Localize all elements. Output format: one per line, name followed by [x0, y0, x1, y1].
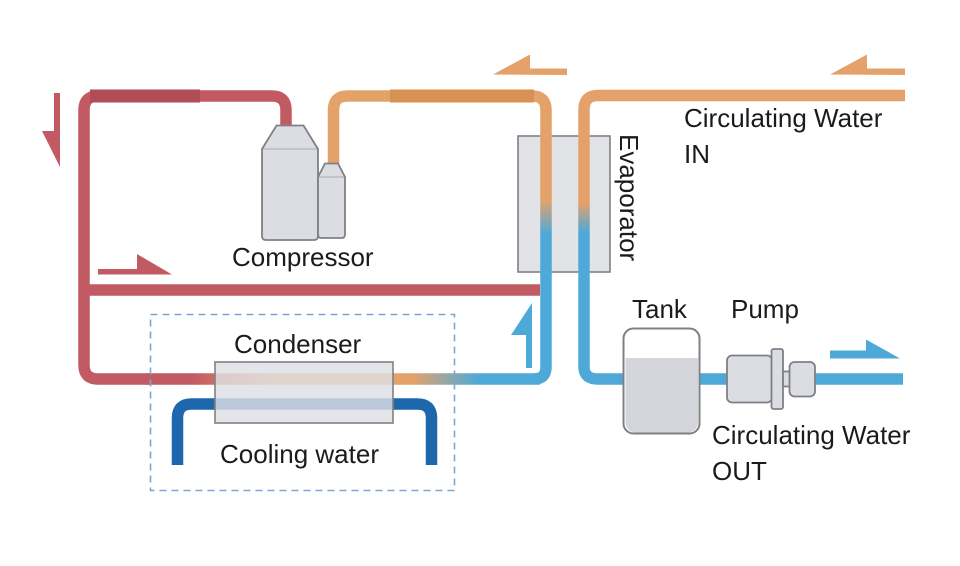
evaporator-left-pipe — [327, 90, 552, 385]
condenser-label: Condenser — [234, 329, 362, 359]
compressor-label: Compressor — [232, 242, 374, 272]
circulating-water-out-line2: OUT — [712, 456, 767, 486]
compressor-main-vessel — [261, 124, 319, 241]
flow-arrow-down-icon — [42, 93, 60, 167]
flow-arrow-left-suction-icon — [493, 54, 567, 75]
pump-body — [726, 354, 773, 404]
circulating-water-out-line1: Circulating Water — [712, 420, 911, 450]
tank-water-level — [625, 358, 698, 433]
cooling-water-label: Cooling water — [220, 439, 379, 469]
flow-arrow-right-red-icon — [98, 254, 172, 275]
circulating-water-in-line2: IN — [684, 139, 710, 169]
pump-motor — [788, 361, 816, 398]
evaporator-label: Evaporator — [614, 134, 644, 262]
flow-arrow-right-water-out-icon — [830, 339, 900, 359]
pump-flange — [770, 348, 784, 410]
circulating-water-out-label: Circulating Water OUT — [712, 417, 910, 489]
pump-label: Pump — [731, 294, 799, 324]
evaporator-right-pipe — [578, 89, 905, 385]
flow-arrow-up-icon — [511, 303, 532, 368]
discharge-pipe — [78, 90, 292, 385]
tank-label: Tank — [632, 294, 687, 324]
evaporator-shape — [517, 135, 611, 273]
flow-arrow-left-water-in-icon — [830, 54, 905, 75]
circulating-water-in-line1: Circulating Water — [684, 103, 883, 133]
circulating-water-in-label: Circulating Water IN — [684, 100, 882, 172]
condenser-shape — [214, 361, 394, 424]
compressor-small-vessel — [317, 162, 346, 239]
